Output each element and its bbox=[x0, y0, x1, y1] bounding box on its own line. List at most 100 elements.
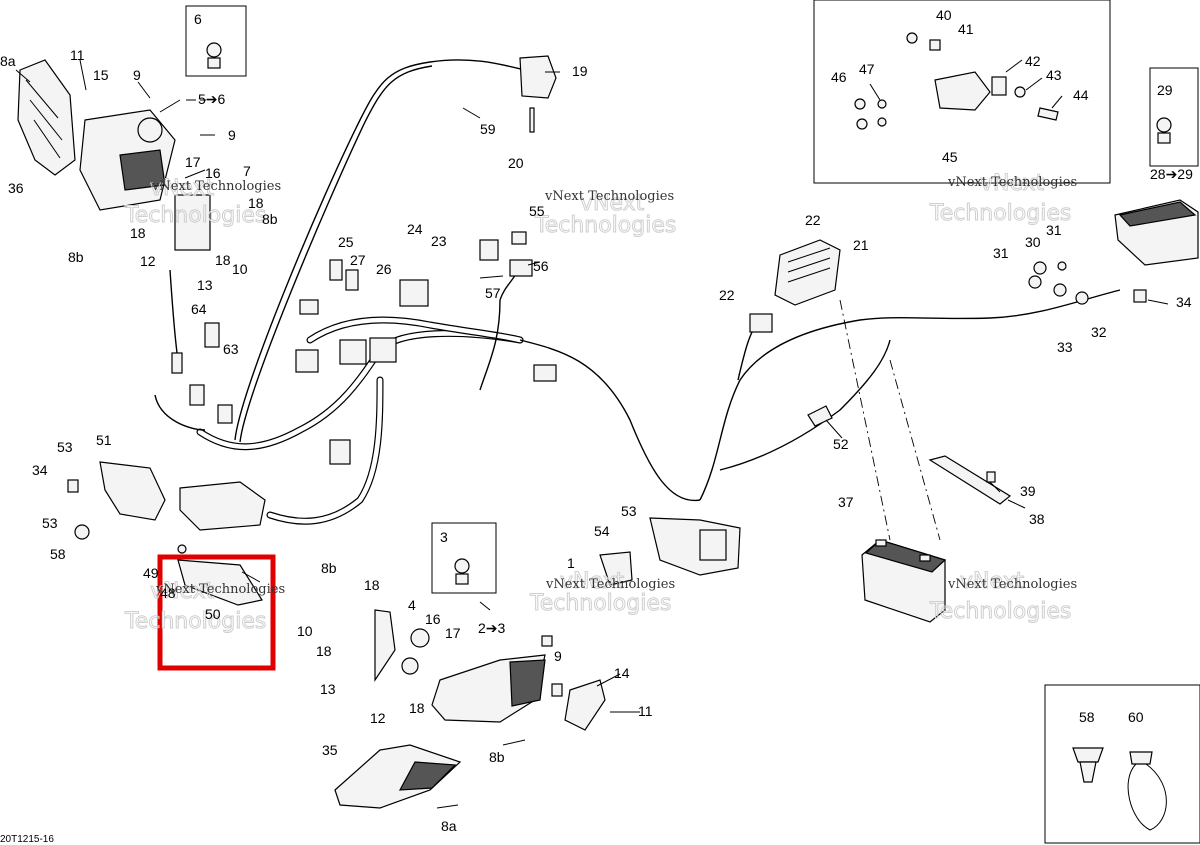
label-40: 40 bbox=[936, 7, 952, 23]
label-18-mid: 18 bbox=[248, 195, 264, 211]
taillight-assembly bbox=[1028, 199, 1199, 305]
watermark-large-8: Technologies bbox=[124, 609, 266, 634]
label-18-c2: 18 bbox=[316, 643, 332, 659]
watermark-small-3: vNext Technologies bbox=[947, 175, 1077, 190]
label-23: 23 bbox=[431, 233, 447, 249]
label-34-right: 34 bbox=[1176, 294, 1192, 310]
label-46: 46 bbox=[831, 69, 847, 85]
relay-bracket bbox=[179, 481, 266, 531]
watermark-large-7: vNext bbox=[150, 579, 215, 604]
battery-guide-line-b bbox=[889, 359, 941, 541]
bulb-29-icon bbox=[1156, 117, 1172, 144]
label-17-top: 17 bbox=[185, 154, 201, 170]
watermark-small-4: vNext Technologies bbox=[155, 582, 285, 597]
label-32: 32 bbox=[1091, 324, 1107, 340]
label-43: 43 bbox=[1046, 67, 1062, 83]
connectors-63-64 bbox=[171, 322, 233, 424]
label-58-left: 58 bbox=[50, 546, 66, 562]
label-10-top: 10 bbox=[232, 261, 248, 277]
bulb-6-icon bbox=[206, 42, 222, 69]
label-8a-top: 8a bbox=[0, 53, 16, 69]
label-7: 7 bbox=[243, 163, 251, 179]
label-25: 25 bbox=[338, 234, 354, 250]
label-19: 19 bbox=[572, 63, 588, 79]
label-12-mid: 12 bbox=[370, 710, 386, 726]
highlight-box-part-50 bbox=[157, 554, 276, 671]
label-12-top: 12 bbox=[140, 253, 156, 269]
label-6: 6 bbox=[194, 11, 202, 27]
label-38: 38 bbox=[1029, 511, 1045, 527]
fuse-52 bbox=[807, 405, 833, 427]
connector-cluster-center bbox=[295, 231, 557, 465]
label-55: 55 bbox=[529, 203, 545, 219]
strap-38 bbox=[928, 455, 1012, 505]
label-8b-mid: 8b bbox=[321, 560, 337, 576]
label-60: 60 bbox=[1128, 709, 1144, 725]
label-8b-left: 8b bbox=[68, 249, 84, 265]
watermark-large-9: vNext bbox=[560, 569, 625, 594]
label-64: 64 bbox=[191, 301, 207, 317]
bracket-51 bbox=[67, 461, 166, 540]
label-37: 37 bbox=[838, 494, 854, 510]
label-8a-low: 8a bbox=[441, 818, 457, 834]
label-8b-low: 8b bbox=[489, 749, 505, 765]
bulb-3-icon bbox=[454, 558, 470, 585]
label-53-mid: 53 bbox=[621, 503, 637, 519]
inset-box-bulb-29 bbox=[1149, 67, 1199, 167]
label-2to3: 2➔3 bbox=[478, 620, 506, 636]
label-15: 15 bbox=[93, 67, 109, 83]
label-48: 48 bbox=[160, 585, 176, 601]
label-63: 63 bbox=[223, 341, 239, 357]
label-9-low: 9 bbox=[554, 648, 562, 664]
watermark-small-1: vNext Technologies bbox=[151, 179, 281, 194]
label-50: 50 bbox=[205, 606, 221, 622]
label-18-c0: 18 bbox=[215, 252, 231, 268]
label-33: 33 bbox=[1057, 339, 1073, 355]
label-34-left: 34 bbox=[32, 462, 48, 478]
label-5to6: 5➔6 bbox=[198, 91, 226, 107]
label-53-top: 53 bbox=[57, 439, 73, 455]
label-3: 3 bbox=[440, 529, 448, 545]
label-22-top: 22 bbox=[805, 212, 821, 228]
label-47: 47 bbox=[859, 61, 875, 77]
push-rivet-58-icon bbox=[1072, 747, 1104, 783]
label-45: 45 bbox=[942, 149, 958, 165]
label-21: 21 bbox=[853, 237, 869, 253]
label-42: 42 bbox=[1025, 53, 1041, 69]
label-20: 20 bbox=[508, 155, 524, 171]
label-24: 24 bbox=[407, 221, 423, 237]
label-14: 14 bbox=[614, 665, 630, 681]
label-49: 49 bbox=[143, 565, 159, 581]
watermark-small-2: vNext Technologies bbox=[544, 189, 674, 204]
label-9-top: 9 bbox=[133, 67, 141, 83]
label-18-c3: 18 bbox=[409, 700, 425, 716]
label-16-mid: 16 bbox=[425, 611, 441, 627]
watermark-large-1: vNext bbox=[150, 176, 215, 201]
label-26: 26 bbox=[376, 261, 392, 277]
label-13-mid: 13 bbox=[320, 681, 336, 697]
watermark-small-5: vNext Technologies bbox=[545, 577, 675, 592]
label-36: 36 bbox=[8, 180, 24, 196]
inset-box-solenoid bbox=[813, 0, 1111, 184]
label-13-top: 13 bbox=[197, 277, 213, 293]
label-27: 27 bbox=[350, 252, 366, 268]
footer-diagram-code: 20T1215-16 bbox=[0, 834, 54, 845]
leader-lines bbox=[15, 59, 1169, 809]
label-9-mid: 9 bbox=[228, 127, 236, 143]
watermark-large-12: Technologies bbox=[929, 599, 1071, 624]
label-44: 44 bbox=[1073, 87, 1089, 103]
label-31-b: 31 bbox=[993, 245, 1009, 261]
label-29: 29 bbox=[1157, 82, 1173, 98]
watermark-large-3: vNext bbox=[580, 191, 645, 216]
label-30: 30 bbox=[1025, 234, 1041, 250]
label-51: 51 bbox=[96, 432, 112, 448]
part-labels: 8a 11 15 9 6 5➔6 9 36 17 16 7 18 8b 18 1… bbox=[0, 7, 1193, 834]
watermark-large-4: Technologies bbox=[534, 213, 676, 238]
label-41: 41 bbox=[958, 21, 974, 37]
label-28to29: 28➔29 bbox=[1150, 166, 1193, 182]
watermark-large-5: vNext bbox=[980, 171, 1045, 196]
label-57: 57 bbox=[485, 285, 501, 301]
label-18-c1: 18 bbox=[364, 577, 380, 593]
solenoid-inset-parts bbox=[854, 32, 1059, 130]
label-52: 52 bbox=[833, 436, 849, 452]
